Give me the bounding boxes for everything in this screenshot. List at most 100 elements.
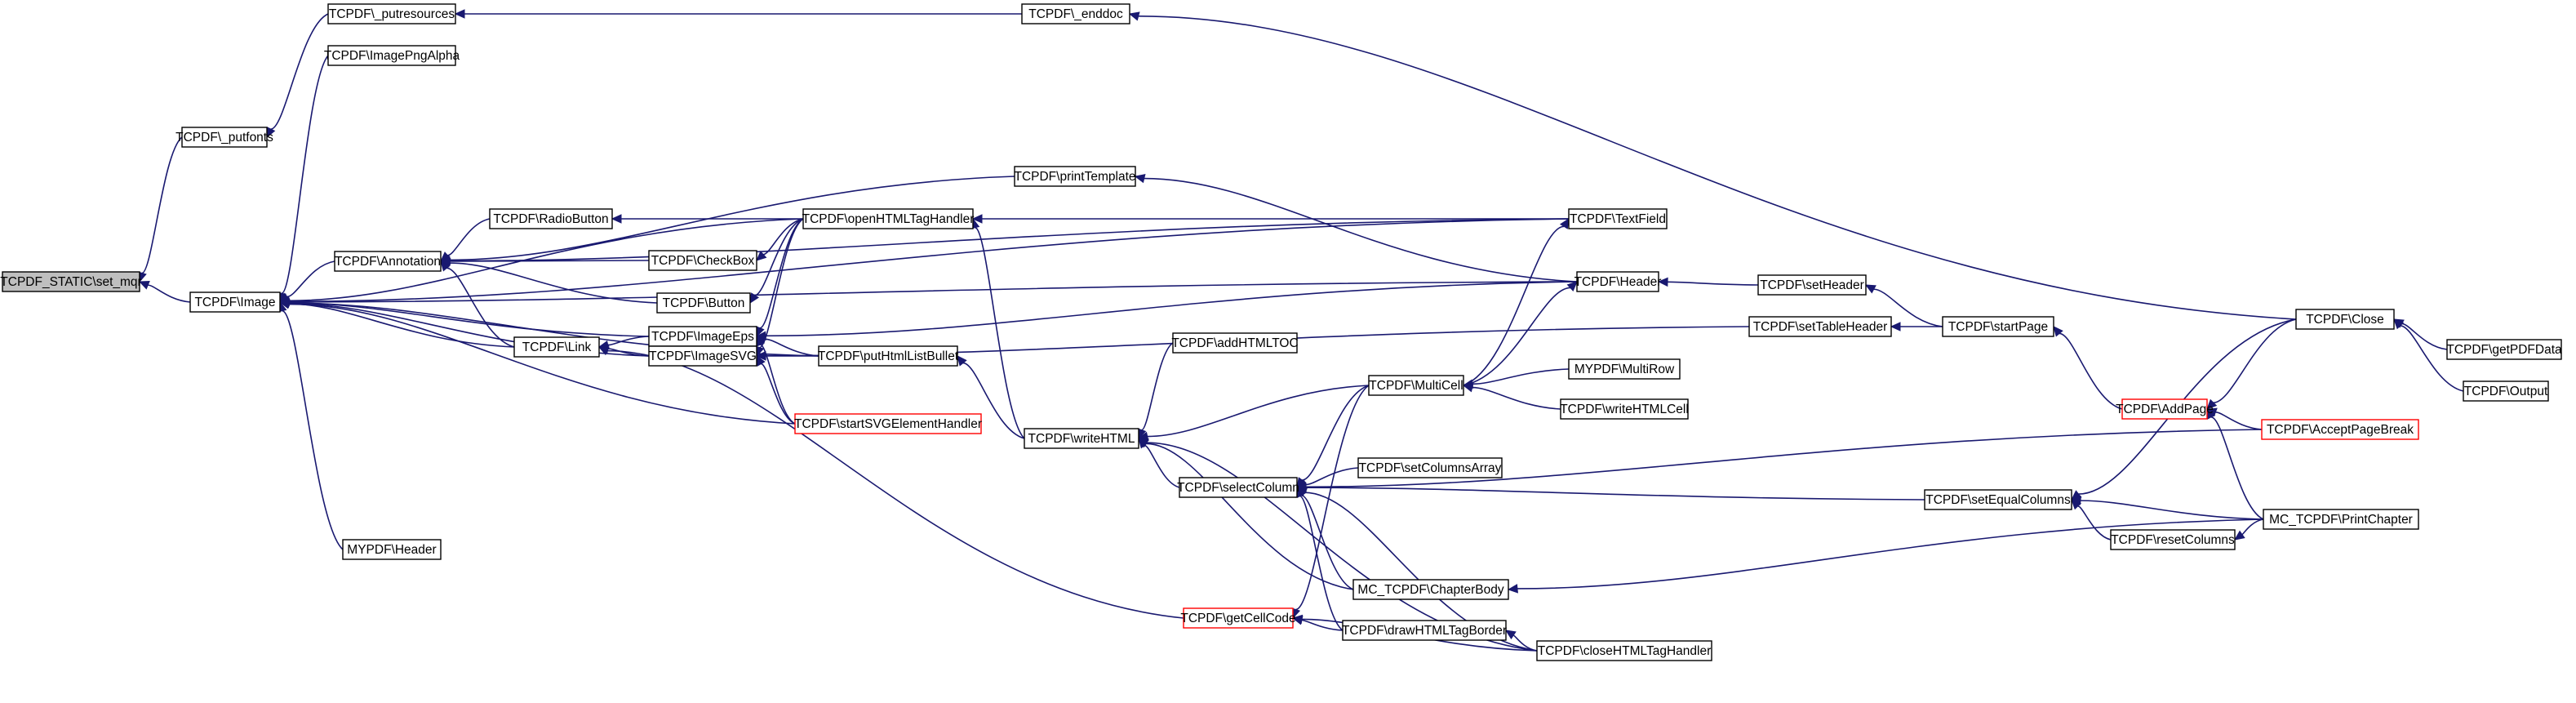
node-imagepngalpha[interactable]: TCPDF\ImagePngAlpha [324, 45, 460, 66]
edge-printchapter-to-resetcolumns [2234, 518, 2264, 541]
arrowhead [1291, 614, 1304, 625]
node-box [1183, 607, 1294, 629]
node-label: TCPDF\setHeader [1760, 278, 1863, 292]
edge-line [762, 218, 804, 256]
node-output[interactable]: TCPDF\Output [2463, 380, 2549, 402]
edge-line [447, 218, 491, 256]
node-imageeps[interactable]: TCPDF\ImageEps [648, 326, 757, 347]
node-resetcolumns[interactable]: TCPDF\resetColumns [2110, 529, 2236, 550]
node-box [656, 292, 751, 314]
edge-acceptpagebreak-to-addpage [2205, 407, 2263, 430]
edge-line [2077, 505, 2112, 541]
node-box [1368, 375, 1464, 396]
node-getcellcode[interactable]: TCPDF\getCellCode [1180, 607, 1296, 629]
edge-line [288, 303, 796, 425]
edge-line [1299, 495, 1344, 631]
node-imagesvg[interactable]: TCPDF\ImageSVG [648, 345, 757, 367]
node-openhtml[interactable]: TCPDF\openHTMLTagHandler [802, 208, 975, 229]
node-settableheader[interactable]: TCPDF\setTableHeader [1748, 316, 1892, 337]
node-box [648, 250, 757, 271]
arrowhead [1462, 383, 1474, 393]
node-startpage[interactable]: TCPDF\startPage [1942, 316, 2054, 337]
node-setheader[interactable]: TCPDF\setHeader [1757, 274, 1867, 296]
node-label: TCPDF\getPDFData [2446, 343, 2562, 357]
edge-line [449, 218, 1570, 262]
arrowhead [1504, 630, 1517, 640]
node-multicell[interactable]: TCPDF\MultiCell [1368, 375, 1464, 396]
edge-line [1145, 443, 1354, 590]
edge-line [286, 260, 335, 298]
arrowhead [1134, 174, 1146, 184]
arrowhead [1890, 322, 1901, 331]
node-textfield[interactable]: TCPDF\TextField [1568, 208, 1668, 229]
node-box [818, 345, 958, 367]
node-box [2, 271, 140, 292]
node-box [513, 336, 600, 358]
node-box [1942, 316, 2054, 337]
node-acceptpagebreak[interactable]: TCPDF\AcceptPageBreak [2261, 419, 2419, 440]
edge-line [760, 363, 796, 425]
node-setcolumnsarray[interactable]: TCPDF\setColumnsArray [1357, 457, 1503, 478]
node-label: TCPDF_STATIC\set_mqr [0, 275, 141, 289]
node-box [342, 539, 442, 560]
edge-line [1144, 177, 1578, 283]
node-close[interactable]: TCPDF\Close [2295, 309, 2395, 330]
node-box [1536, 640, 1712, 661]
edge-line [1463, 287, 1570, 386]
edge-startpage-to-setheader [1864, 284, 1943, 327]
node-annotation[interactable]: TCPDF\Annotation [334, 251, 442, 272]
edge-openhtml-to-radiobutton [611, 214, 803, 224]
edge-line [1295, 385, 1370, 611]
arrowhead [755, 331, 766, 340]
node-label: TCPDF\AddPage [2116, 403, 2214, 416]
node-chapterbody[interactable]: MC_TCPDF\ChapterBody [1352, 579, 1509, 600]
node-enddoc[interactable]: TCPDF\_enddoc [1021, 3, 1130, 24]
arrowhead [1128, 11, 1140, 21]
node-checkbox[interactable]: TCPDF\CheckBox [648, 250, 757, 271]
edge-line [606, 349, 1184, 619]
node-label: TCPDF\Output [2464, 385, 2548, 398]
node-header[interactable]: TCPDF\Header [1574, 271, 1662, 292]
edge-line [1301, 494, 1354, 590]
edge-close-to-addpage [2206, 318, 2297, 410]
node-writehtmlcell[interactable]: TCPDF\writeHTMLCell [1560, 398, 1689, 420]
arrowhead [2234, 530, 2245, 541]
node-putfonts[interactable]: TCPDF\_putfonts [175, 127, 273, 148]
edge-line [282, 309, 344, 550]
node-button[interactable]: TCPDF\Button [656, 292, 751, 314]
node-myheader[interactable]: MYPDF\Header [342, 539, 442, 560]
node-selectcolumn[interactable]: TCPDF\selectColumn [1177, 477, 1299, 498]
node-puthtmllistbullet[interactable]: TCPDF\putHtmlListBullet [818, 345, 959, 367]
node-addpage[interactable]: TCPDF\AddPage [2116, 398, 2214, 420]
node-box [181, 127, 268, 148]
node-box [1014, 166, 1136, 187]
node-writehtml[interactable]: TCPDF\writeHTML [1024, 428, 1139, 449]
edge-line [446, 267, 515, 348]
node-radiobutton[interactable]: TCPDF\RadioButton [489, 208, 613, 229]
node-box [1342, 620, 1507, 641]
arrowhead [971, 214, 983, 224]
node-putresources[interactable]: TCPDF\_putresources [327, 3, 456, 24]
node-setequalcolumns[interactable]: TCPDF\setEqualColumns [1924, 489, 2072, 510]
node-label: TCPDF\RadioButton [493, 212, 608, 226]
node-box [794, 413, 982, 434]
node-getpdfdata[interactable]: TCPDF\getPDFData [2446, 339, 2562, 360]
node-closehtml[interactable]: TCPDF\closeHTMLTagHandler [1536, 640, 1712, 661]
node-startsvg[interactable]: TCPDF\startSVGElementHandler [794, 413, 982, 434]
node-printchapter[interactable]: MC_TCPDF\PrintChapter [2263, 509, 2419, 530]
node-label: TCPDF\getCellCode [1180, 612, 1295, 625]
edge-line [1517, 518, 2264, 590]
node-image[interactable]: TCPDF\Image [189, 291, 281, 313]
node-drawhtmltagborder[interactable]: TCPDF\drawHTMLTagBorder [1342, 620, 1507, 641]
edges-layer [137, 9, 2464, 652]
node-printtemplate[interactable]: TCPDF\printTemplate [1014, 166, 1136, 187]
node-addhtmltoc[interactable]: TCPDF\addHTMLTOC [1171, 332, 1299, 354]
node-label: TCPDF\Image [194, 296, 275, 309]
node-link[interactable]: TCPDF\Link [513, 336, 600, 358]
edge-line [1138, 15, 2297, 320]
node-multirow[interactable]: MYPDF\MultiRow [1568, 358, 1681, 380]
node-box [1179, 477, 1298, 498]
node-box [2110, 529, 2236, 550]
edge-addpage-to-startpage [2053, 326, 2123, 410]
edge-line [2401, 323, 2448, 350]
